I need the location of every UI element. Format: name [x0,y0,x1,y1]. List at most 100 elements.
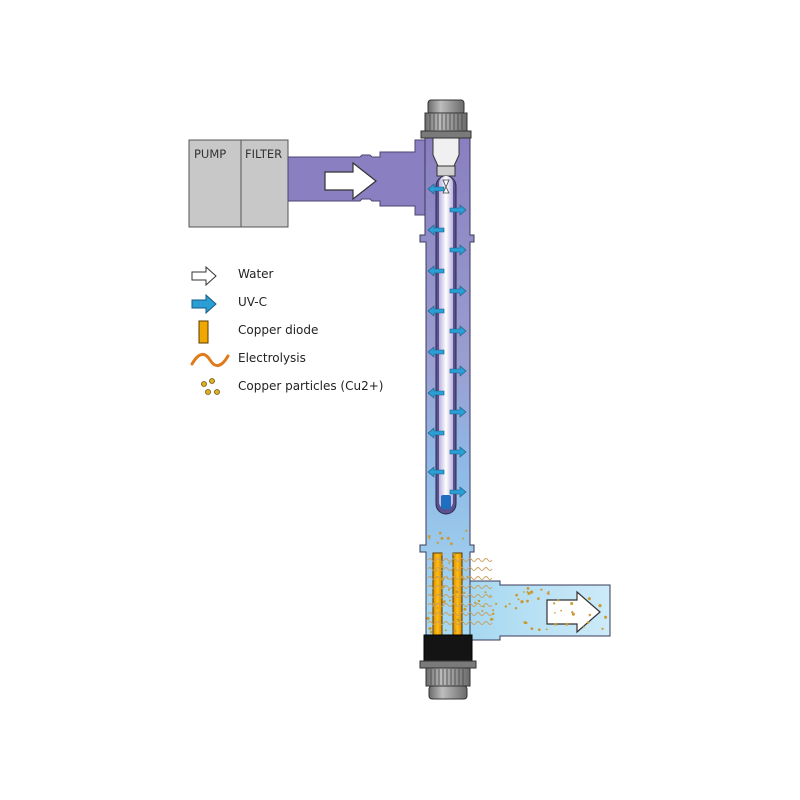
copper-particle [601,627,604,630]
copper-particle [481,609,484,612]
electrolysis-wave [427,594,493,598]
copper-particle [553,602,556,605]
uv-arrows-right [449,204,467,498]
copper-particle [492,609,495,612]
copper-particle [446,577,449,579]
electrolysis-wave [427,585,493,589]
copper-particle [474,601,477,605]
uvc-arrow-icon [449,204,467,216]
copper-particle [436,570,438,572]
copper-particle [514,607,518,610]
copper-particle [530,627,534,630]
copper-particle [587,597,591,601]
copper-particle [557,599,560,602]
uvc-arrow-icon [427,427,445,439]
copper-particle [441,577,445,581]
electrolysis-wave-icon [190,353,230,367]
legend-item-electrolysis: Electrolysis [190,348,450,372]
legend-item-water: Water [190,264,450,288]
uvc-arrow-icon [449,446,467,458]
uvc-arrow-icon [427,183,445,195]
copper-particle [489,594,492,597]
copper-particle [554,622,557,626]
uv-arrows-left [427,183,445,478]
legend-item-copper-diode: Copper diode [190,320,450,344]
uvc-arrow-icon [427,265,445,277]
copper-particle [444,629,447,632]
copper-particle [560,609,563,612]
copper-particle [466,575,469,578]
copper-particle [570,602,574,605]
copper-particle [484,591,487,594]
copper-particle [538,628,541,631]
copper-diode-icon [198,320,209,344]
copper-particle [447,588,450,591]
copper-particle [526,591,529,593]
copper-particle [455,590,459,594]
uvc-arrow-icon [449,244,467,256]
copper-particle [438,531,442,535]
copper-particle [545,628,548,631]
copper-particle [588,613,591,617]
copper-particle [482,605,485,608]
copper-particle [458,623,461,626]
copper-particle [523,591,525,593]
copper-particle [426,616,430,621]
electrolysis-wave [427,558,493,562]
copper-particle [495,602,498,605]
copper-particle [583,625,585,628]
copper-particle [427,535,431,538]
electrolysis-wave [427,576,493,580]
legend-label: Copper particles (Cu2+) [238,379,384,393]
copper-particle [526,587,530,590]
uvc-arrow-icon [449,285,467,297]
uvc-arrow-icon [449,486,467,498]
copper-particle [436,576,438,579]
electrolysis-wave [427,621,493,625]
copper-particle [442,600,446,604]
copper-particle [547,592,550,595]
legend-item-copper-particles: Copper particles (Cu2+) [190,376,450,400]
copper-particle [540,588,543,591]
copper-particle [440,536,444,540]
water-arrow-icon [191,265,217,287]
svg-text:FILTER: FILTER [245,147,282,161]
copper-particle [463,607,467,611]
copper-particle [439,593,442,596]
copper-particle [440,564,444,569]
copper-particle [450,542,453,546]
legend-label: Water [238,267,274,281]
copper-particle [465,529,468,532]
uvc-arrow-icon [427,305,445,317]
electrode-base [423,634,473,662]
uvc-arrow-icon [427,224,445,236]
copper-particle [429,630,433,634]
uvc-arrow-icon [427,387,445,399]
copper-particle [547,591,550,593]
copper-particle [441,553,444,556]
legend-label: UV-C [238,295,267,309]
copper-particle [448,562,450,564]
water-flow-arrow-in [324,161,377,201]
uvc-arrow-icon [449,365,467,377]
uvc-arrow-icon [191,293,217,315]
copper-particle [428,537,431,540]
copper-particle [492,612,495,615]
copper-particle [490,618,493,621]
electrolysis-wave [427,567,493,571]
uvc-arrow-icon [427,466,445,478]
copper-particle [436,541,439,544]
copper-particle [565,622,569,626]
pump-box: PUMP [188,139,242,228]
copper-particle [457,618,461,622]
copper-particles [426,529,608,634]
copper-particle [461,575,464,578]
legend-item-uvc: UV-C [190,292,450,316]
filter-box: FILTER [240,139,289,228]
copper-particle [504,605,507,608]
copper-particle [446,536,450,540]
electrolysis-waves [427,558,493,625]
top-cap [420,99,472,177]
copper-particle [554,612,556,614]
copper-particle [432,602,436,606]
